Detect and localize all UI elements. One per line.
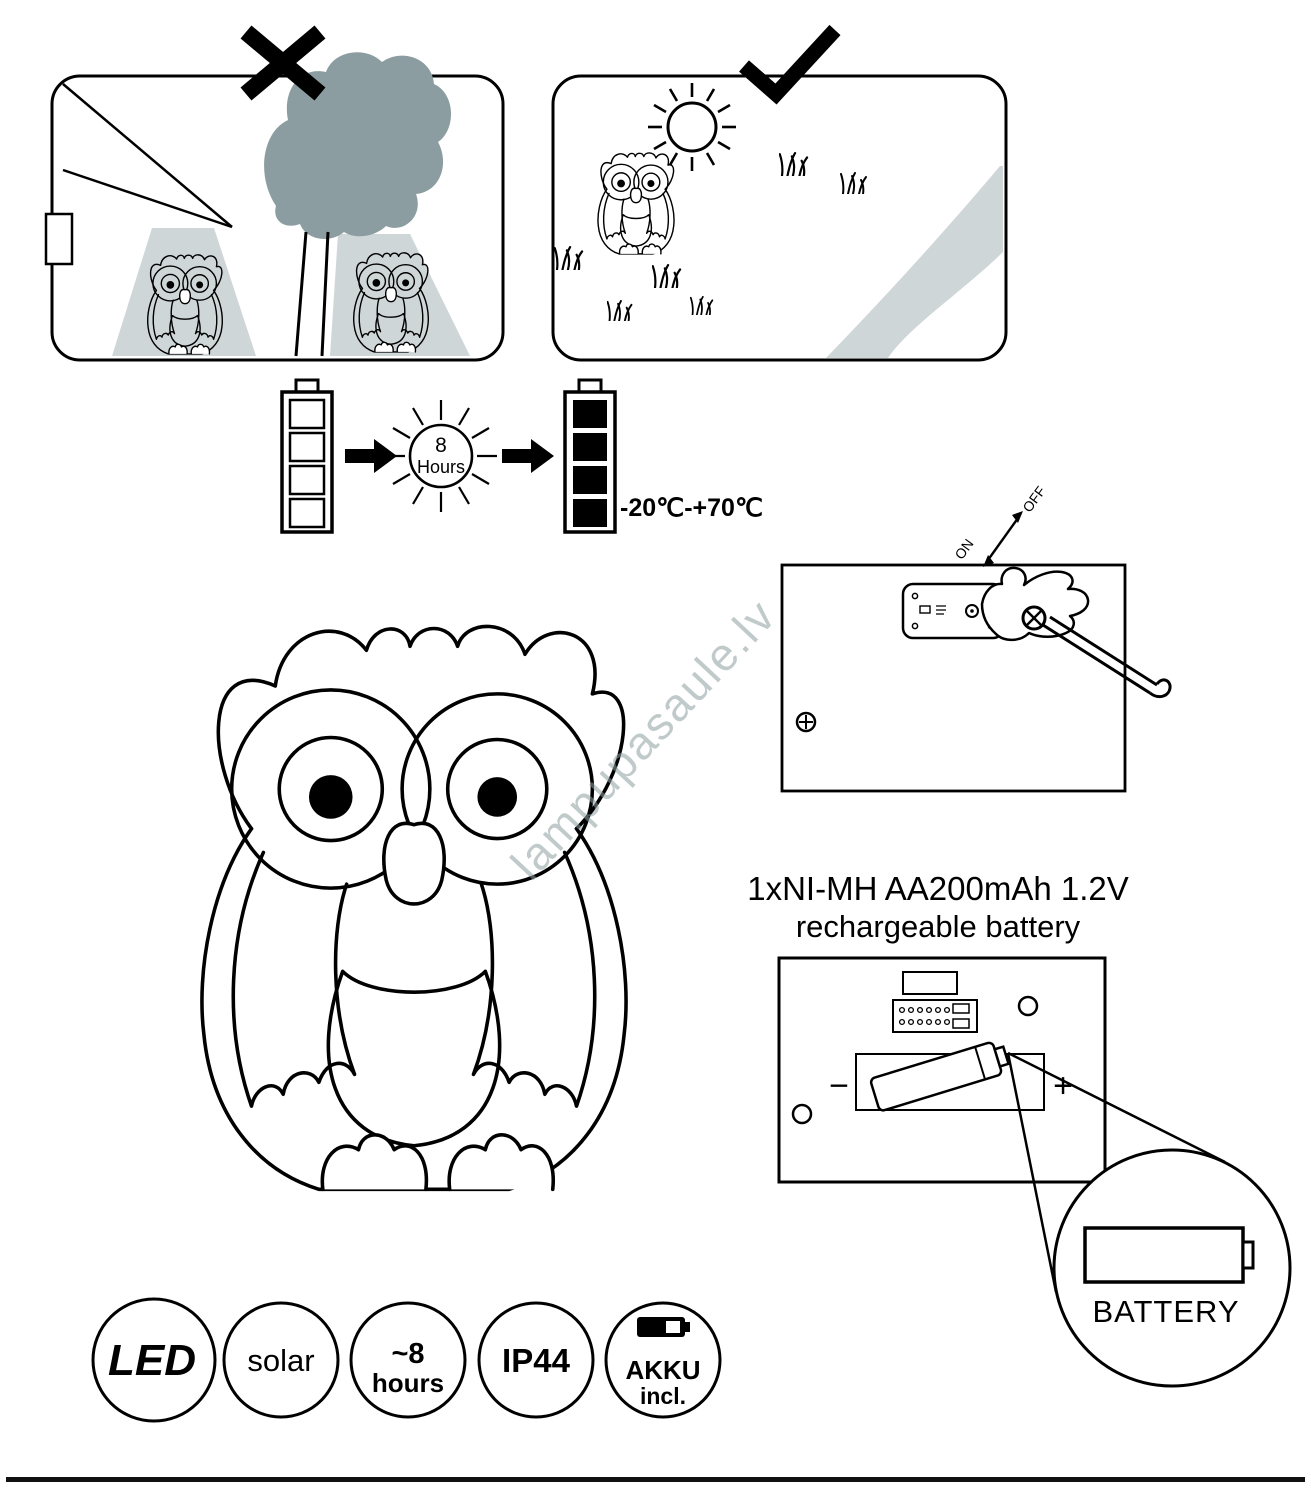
grass-icon: [607, 300, 632, 321]
on-label: ON: [951, 536, 976, 562]
charging-sun-icon: [385, 400, 497, 512]
temperature-range-label: -20℃-+70℃: [620, 494, 763, 522]
sun-hours-bottom-label: Hours: [417, 457, 465, 477]
plus-label: +: [1053, 1067, 1073, 1105]
check-mark-icon: [739, 24, 841, 105]
compartment-hole: [791, 1103, 813, 1125]
light-beam: [330, 234, 470, 356]
roof-eave: [62, 83, 233, 229]
on-off-arrow-icon: [983, 511, 1023, 567]
badge-akku-bottom-label: incl.: [640, 1383, 686, 1409]
pointing-finger-icon: [980, 566, 1090, 642]
large-owl-drawing: [202, 626, 626, 1189]
owl-icon: [597, 152, 675, 255]
tree-trunk: [294, 231, 330, 357]
battery-cell-icon: [869, 1041, 1011, 1112]
badge-hours-top-label: ~8: [391, 1338, 424, 1370]
battery-spec-line1: 1xNI-MH AA200mAh 1.2V: [747, 870, 1129, 907]
tree-silhouette: [264, 52, 452, 239]
badge-akku: AKKU incl.: [604, 1301, 722, 1419]
watermark-text: lampupasaule.lv: [501, 589, 786, 890]
akku-battery-icon: [637, 1317, 690, 1337]
circuit-board: [892, 999, 978, 1033]
badge-led: LED: [91, 1297, 217, 1423]
badge-akku-top-label: AKKU: [625, 1355, 700, 1385]
bottom-rule: [6, 1477, 1305, 1482]
wall-lamp: [44, 212, 74, 266]
grass-icon: [690, 296, 713, 315]
x-mark-icon: [240, 25, 326, 101]
empty-battery-icon: [280, 378, 334, 534]
full-battery-icon: [563, 378, 617, 534]
badges-row: LED solar ~8 hours IP44 AKKU incl.: [91, 1297, 722, 1423]
badge-ip44-label: IP44: [502, 1342, 571, 1379]
battery-section: 1xNI-MH AA200mAh 1.2V rechargeable batte…: [747, 870, 1292, 1388]
compartment-hole: [1017, 995, 1039, 1017]
compartment-window: [902, 971, 958, 995]
badge-solar: solar: [222, 1301, 340, 1419]
grass-icon: [652, 264, 681, 288]
badge-led-label: LED: [108, 1336, 196, 1385]
grass-icon: [554, 246, 583, 270]
badge-solar-label: solar: [247, 1343, 314, 1378]
battery-compartment: [777, 956, 1107, 1184]
callout-lines: [1006, 1051, 1226, 1293]
switch-knob: [965, 604, 979, 618]
off-label: OFF: [1019, 483, 1048, 515]
screw-icon: [795, 711, 817, 733]
arrow-right-icon: [502, 439, 554, 473]
minus-label: −: [829, 1067, 849, 1105]
battery-spec-line2: rechargeable battery: [796, 909, 1081, 944]
sun-hours-top-label: 8: [435, 434, 447, 457]
battery-callout-label: BATTERY: [1092, 1294, 1239, 1329]
grass-icon: [840, 172, 867, 194]
sun-icon: [648, 83, 736, 171]
hill-shape: [826, 166, 1003, 358]
grass-icon: [779, 152, 808, 176]
battery-icon: [1083, 1226, 1255, 1284]
switch-back-panel: ON OFF: [780, 483, 1172, 793]
charging-row: 8 Hours -20℃-+70℃: [280, 378, 763, 534]
badge-ip44: IP44: [477, 1301, 595, 1419]
screwdriver-icon: [1021, 605, 1172, 699]
correct-placement-panel: [551, 24, 1008, 362]
arrow-right-icon: [345, 439, 397, 473]
wrong-placement-panel: [44, 25, 505, 362]
badge-hours-bottom-label: hours: [372, 1368, 444, 1398]
badge-hours: ~8 hours: [349, 1301, 467, 1419]
